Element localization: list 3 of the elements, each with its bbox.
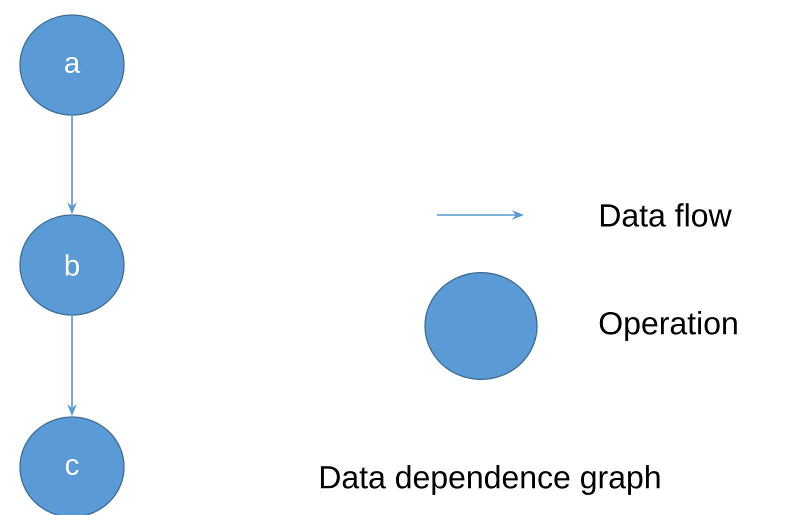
legend-label: Data flow bbox=[600, 203, 732, 227]
caption: Data dependence graph bbox=[320, 465, 660, 495]
legend-label: Operation bbox=[600, 311, 737, 341]
